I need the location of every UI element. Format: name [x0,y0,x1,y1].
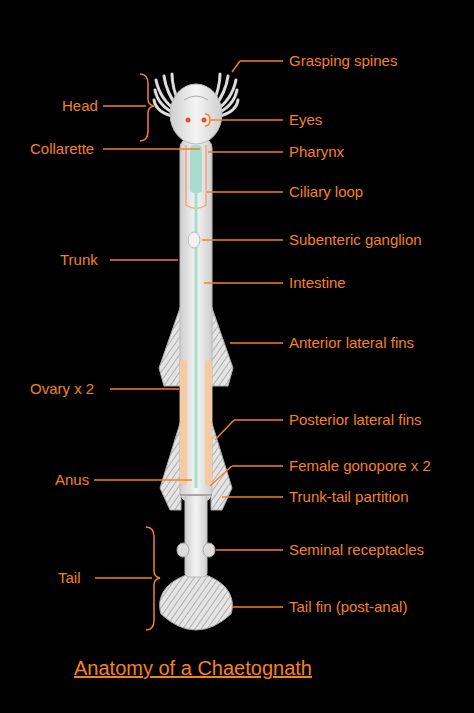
part-label: Posterior lateral fins [289,411,422,429]
part-label: Tail fin (post-anal) [289,598,407,616]
part-label: Grasping spines [289,52,397,70]
part-label: Tail [58,569,81,587]
part-label: Trunk [60,251,98,269]
part-label: Eyes [289,111,322,129]
diagram-title: Anatomy of a Chaetognath [74,656,312,680]
part-label: Trunk-tail partition [289,488,409,506]
part-label: Anus [55,471,89,489]
part-label: Subenteric ganglion [289,231,422,249]
part-label: Head [62,97,98,115]
part-label: Female gonopore x 2 [289,457,431,475]
part-label: Intestine [289,274,346,292]
part-label: Ciliary loop [289,183,363,201]
part-label: Pharynx [289,143,344,161]
part-label: Collarette [30,140,94,158]
part-label: Ovary x 2 [30,380,94,398]
part-label: Anterior lateral fins [289,334,414,352]
part-label: Seminal receptacles [289,541,424,559]
